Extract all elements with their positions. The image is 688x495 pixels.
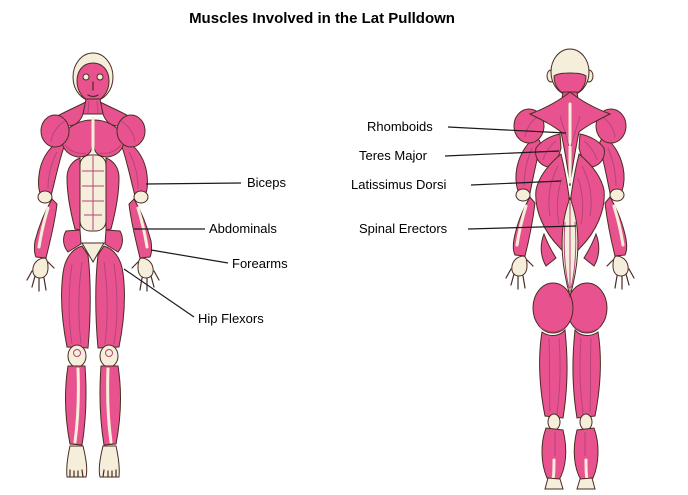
label-biceps: Biceps xyxy=(247,175,287,190)
neck-muscles xyxy=(82,98,104,115)
triceps-muscle xyxy=(598,135,625,194)
hand xyxy=(612,255,629,277)
occipital-muscles xyxy=(553,72,587,96)
front-anatomy-figure xyxy=(25,52,160,479)
hand xyxy=(137,257,154,279)
label-rhomboids: Rhomboids xyxy=(367,119,433,134)
elbow-patch xyxy=(133,190,149,204)
oblique-muscle xyxy=(105,157,120,231)
label-abdominals: Abdominals xyxy=(209,221,277,236)
eye xyxy=(96,73,104,81)
calf-muscle xyxy=(573,427,599,481)
pelvis-patch xyxy=(81,242,105,263)
label-hip-flexors: Hip Flexors xyxy=(198,311,264,326)
foot xyxy=(98,445,120,478)
biceps-muscle xyxy=(121,139,148,197)
forearm-muscle-back xyxy=(604,196,628,257)
forearm-muscle xyxy=(128,198,153,259)
elbow-patch xyxy=(609,188,625,202)
back-right-half xyxy=(566,69,635,490)
hip-flexor-region xyxy=(104,229,123,253)
quadriceps-muscle xyxy=(95,245,125,349)
foot xyxy=(576,477,596,490)
page-title: Muscles Involved in the Lat Pulldown xyxy=(189,10,455,27)
oblique-muscle-back xyxy=(583,232,600,267)
eye xyxy=(82,73,90,81)
shin-muscle xyxy=(99,365,121,446)
label-teres-major: Teres Major xyxy=(359,148,427,163)
label-spinal-erectors: Spinal Erectors xyxy=(359,221,448,236)
hamstring-muscle xyxy=(572,328,601,419)
back-anatomy-figure xyxy=(504,48,635,491)
label-latissimus-dorsi: Latissimus Dorsi xyxy=(351,177,447,192)
label-forearms: Forearms xyxy=(232,256,288,271)
knee-back-patch xyxy=(579,413,593,431)
